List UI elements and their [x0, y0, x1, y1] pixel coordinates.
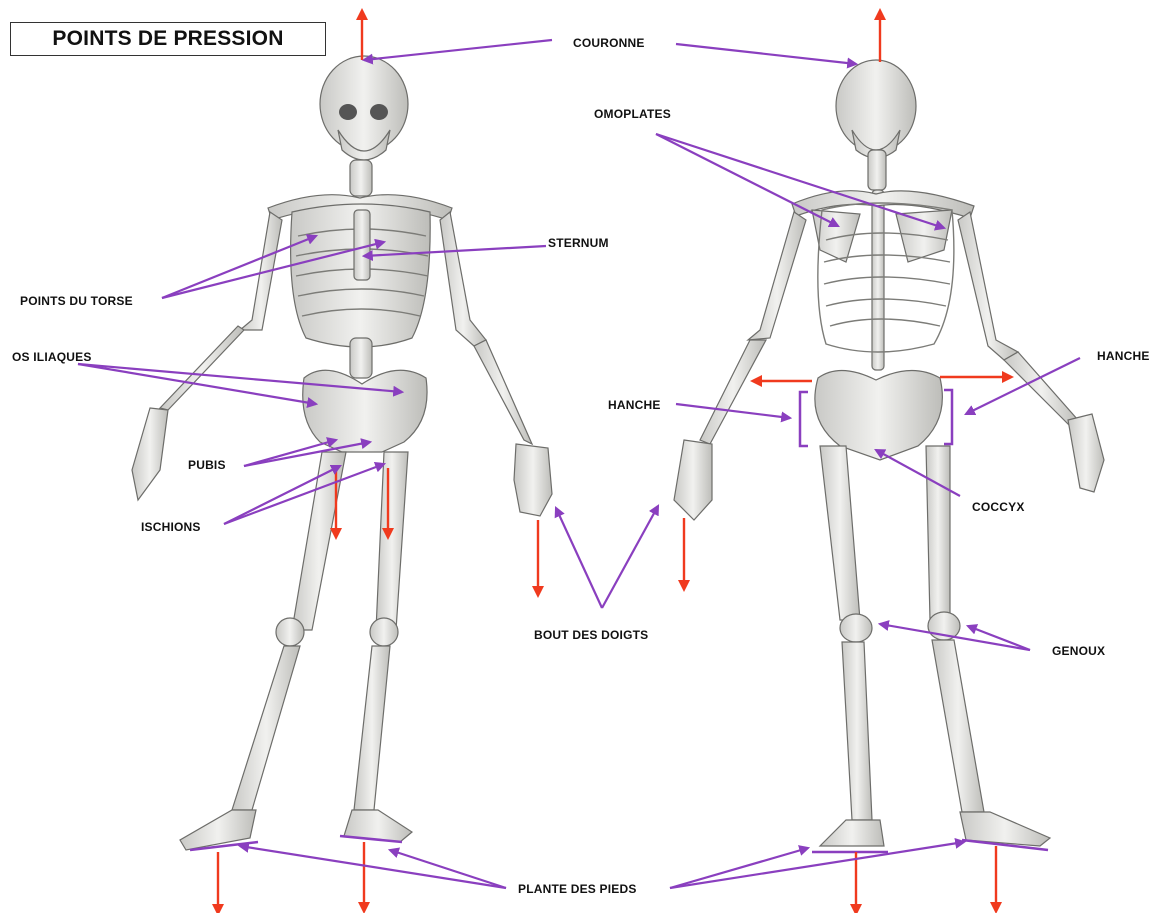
back-right-hand: [1068, 414, 1104, 492]
label-ischions: ISCHIONS: [141, 520, 201, 534]
front-lumbar: [350, 338, 372, 378]
back-right-femur: [926, 446, 950, 620]
label-pubis: PUBIS: [188, 458, 226, 472]
front-left-forearm: [160, 326, 244, 410]
diagram-title: POINTS DE PRESSION: [10, 22, 326, 56]
front-right-knee: [370, 618, 398, 646]
front-right-hand: [514, 444, 552, 516]
label-coccyx: COCCYX: [972, 500, 1025, 514]
label-genoux: GENOUX: [1052, 644, 1105, 658]
front-neck: [350, 160, 372, 196]
back-left-upperarm: [748, 212, 806, 340]
front-left-knee: [276, 618, 304, 646]
front-left-tibia: [232, 646, 300, 810]
front-left-hand: [132, 408, 168, 500]
front-right-forearm: [474, 340, 532, 444]
label-bout-des-doigts: BOUT DES DOIGTS: [534, 628, 648, 642]
back-left-tibia: [842, 642, 872, 820]
back-left-foot: [820, 820, 884, 846]
label-hanche-right: HANCHE: [1097, 349, 1150, 363]
back-neck: [868, 150, 886, 190]
label-hanche-left: HANCHE: [608, 398, 661, 412]
back-skull: [836, 60, 916, 152]
back-spine: [872, 190, 884, 370]
label-sternum: STERNUM: [548, 236, 609, 250]
back-left-knee: [840, 614, 872, 642]
back-right-tibia: [932, 640, 984, 812]
front-right-tibia: [354, 646, 390, 810]
front-skeleton: [132, 56, 552, 850]
front-left-upperarm: [240, 212, 282, 330]
label-couronne: COURONNE: [573, 36, 645, 50]
label-points-du-torse: POINTS DU TORSE: [20, 294, 133, 308]
label-plante-des-pieds: PLANTE DES PIEDS: [518, 882, 637, 896]
front-left-femur: [292, 452, 346, 630]
front-pelvis: [303, 370, 427, 452]
right-hip-bracket: [944, 390, 952, 444]
back-left-femur: [820, 446, 860, 620]
back-left-forearm: [700, 340, 766, 444]
front-skull: [320, 56, 408, 152]
front-right-femur: [376, 452, 408, 630]
back-skeleton: [674, 60, 1104, 846]
label-os-iliaques: OS ILIAQUES: [12, 350, 92, 364]
left-hip-bracket: [800, 392, 808, 446]
back-right-upperarm: [958, 212, 1018, 360]
back-left-hand: [674, 440, 712, 520]
front-sternum: [354, 210, 370, 280]
front-right-upperarm: [440, 212, 486, 346]
label-omoplates: OMOPLATES: [594, 107, 671, 121]
